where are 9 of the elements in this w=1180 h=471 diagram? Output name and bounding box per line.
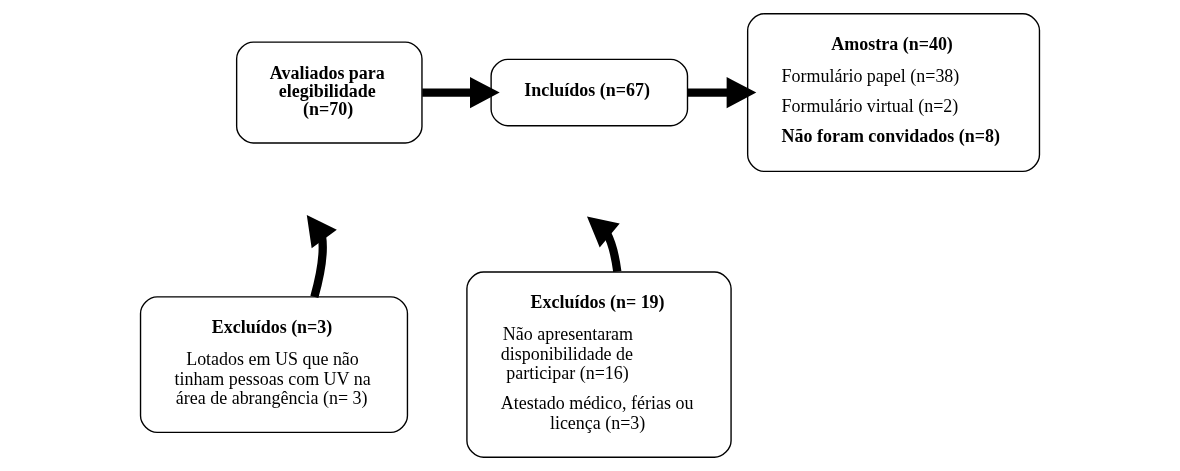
node-box: Excluídos (n=3) Lotados em US que não tinham pessoas com UV na área de abrangência (n= 3): [139, 296, 409, 434]
arrow: [306, 215, 337, 298]
arrow: [587, 216, 622, 273]
node-box: Excluídos (n= 19) Não apresentaram disponibilidade de participar (n=16) Atestado médico, férias ou licença (n=3): [466, 271, 732, 458]
node-box: Incluídos (n=67): [490, 58, 689, 127]
node-box: Amostra (n=40) Formulário papel (n=38) Formulário virtual (n=2) Não foram convidados (n=8): [746, 13, 1041, 173]
arrow: [687, 76, 757, 109]
arrow: [422, 76, 500, 109]
node-box: Avaliados para elegibilidade (n=70): [235, 41, 423, 144]
